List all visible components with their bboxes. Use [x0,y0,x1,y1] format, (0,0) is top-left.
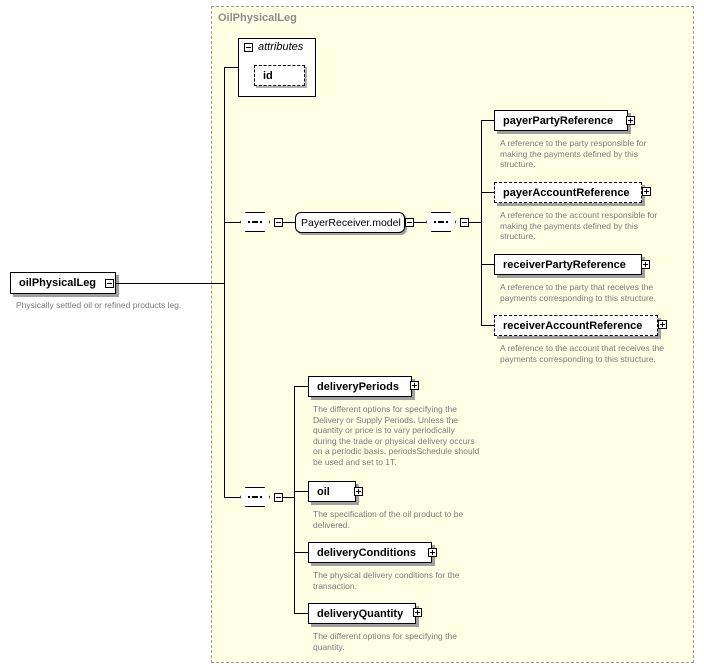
collapse-sequence-group-icon[interactable] [460,218,469,227]
main-branch [294,386,295,613]
collapse-sequence-1-icon[interactable] [274,218,283,227]
payer-receiver-branch [481,120,482,325]
branch-tick-3 [481,264,494,265]
expand-payer-account-reference-icon[interactable] [642,187,651,196]
main-tick-2 [294,491,308,492]
element-payer-account-reference[interactable]: payerAccountReference [494,182,642,203]
element-label: deliveryPeriods [317,380,399,393]
attributes-title: attributes [258,41,304,53]
branch-tick-2 [481,192,494,193]
trunk-line [224,67,225,497]
expand-delivery-conditions-icon[interactable] [428,548,437,557]
group-label: PayerReceiver.model [301,216,401,229]
root-element[interactable]: oilPhysicalLeg [10,272,116,294]
attributes-connector [224,67,238,68]
element-oil[interactable]: oil [308,481,356,502]
element-label: receiverAccountReference [503,319,643,332]
collapse-sequence-2-icon[interactable] [274,493,283,502]
group-payer-receiver[interactable]: PayerReceiver.model [295,212,405,233]
collapse-attributes-icon[interactable] [244,43,253,52]
expand-delivery-periods-icon[interactable] [410,381,419,390]
delivery-conditions-description: The physical delivery conditions for the… [313,570,460,591]
main-tick-1 [294,386,308,387]
receiver-account-reference-description: A reference to the account that receives… [500,343,664,364]
seq-group-connector [469,222,481,223]
seq1-to-group-line [283,222,295,223]
element-label: receiverPartyReference [503,258,626,271]
element-payer-party-reference[interactable]: payerPartyReference [494,110,628,131]
sequence-compositor-2[interactable] [240,487,272,509]
expand-payer-party-reference-icon[interactable] [626,116,635,125]
delivery-periods-description: The different options for specifying the… [313,404,480,467]
seq1-connector [224,222,240,223]
expand-receiver-account-reference-icon[interactable] [658,320,667,329]
element-label: deliveryConditions [317,546,417,559]
delivery-quantity-description: The different options for specifying the… [313,631,457,652]
branch-tick-1 [481,120,494,121]
element-label: deliveryQuantity [317,607,404,620]
element-receiver-account-reference[interactable]: receiverAccountReference [494,315,658,336]
main-tick-3 [294,552,308,553]
expand-delivery-quantity-icon[interactable] [413,608,422,617]
seq2-connector [224,497,240,498]
element-label: payerPartyReference [503,114,614,127]
element-receiver-party-reference[interactable]: receiverPartyReference [494,254,642,275]
receiver-party-reference-description: A reference to the party that receives t… [500,282,656,303]
sequence-compositor-group[interactable] [426,212,458,234]
collapse-root-icon[interactable] [105,279,114,288]
element-delivery-periods[interactable]: deliveryPeriods [308,376,412,397]
element-label: oil [317,485,330,498]
group-to-seq-line [414,222,426,223]
branch-tick-4 [481,325,494,326]
collapse-group-icon[interactable] [405,218,414,227]
main-tick-4 [294,613,308,614]
root-description: Physically settled oil or refined produc… [16,300,182,310]
element-label: payerAccountReference [503,186,630,199]
element-delivery-conditions[interactable]: deliveryConditions [308,542,432,563]
payer-party-reference-description: A reference to the party responsible for… [500,138,647,169]
sequence-compositor-1[interactable] [240,212,272,234]
seq2-connector-out [283,497,294,498]
element-delivery-quantity[interactable]: deliveryQuantity [308,603,416,624]
expand-oil-icon[interactable] [354,487,363,496]
attribute-id[interactable]: id [254,65,305,86]
oil-description: The specification of the oil product to … [313,509,464,530]
expand-receiver-party-reference-icon[interactable] [641,260,650,269]
type-name: OilPhysicalLeg [218,12,297,24]
payer-account-reference-description: A reference to the account responsible f… [500,210,658,241]
root-connector [116,283,224,284]
root-element-label: oilPhysicalLeg [19,277,97,289]
